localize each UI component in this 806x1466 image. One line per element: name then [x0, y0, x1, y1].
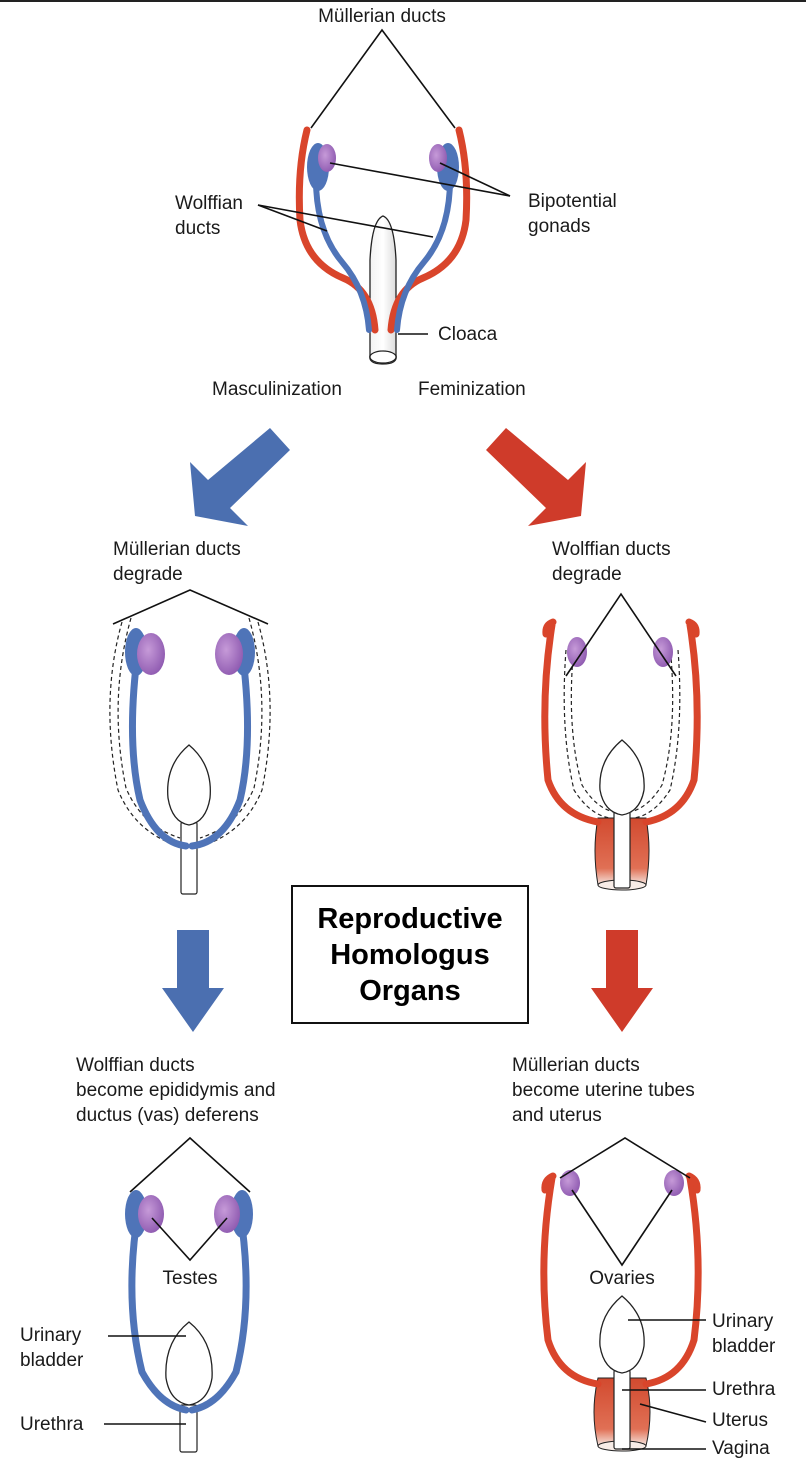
arrow-male-down — [162, 930, 224, 1032]
label-urethra-female: Urethra — [712, 1379, 776, 1400]
label-wolffian-degrade: Wolffian ducts degrade — [552, 539, 671, 585]
cloaca-opening — [369, 350, 397, 364]
testis-right — [214, 1195, 240, 1233]
female-intermediate — [541, 592, 701, 891]
gonad-female-intermediate-left — [567, 637, 587, 667]
bladder-intermediate-male — [167, 744, 211, 826]
label-masculinization: Masculinization — [212, 379, 342, 400]
gonad-female-intermediate-right — [653, 637, 673, 667]
arrow-masculinization — [190, 428, 290, 526]
label-bipotential-gonads: Bipotential gonads — [528, 191, 617, 237]
wolffian-duct-left — [312, 172, 372, 333]
label-feminization: Feminization — [418, 379, 526, 400]
label-urinary-bladder-male: Urinary bladder — [20, 1325, 84, 1371]
urinary-bladder-male — [165, 1321, 213, 1406]
arrow-feminization — [486, 428, 586, 526]
indifferent-stage — [257, 28, 511, 365]
label-ovaries: Ovaries — [589, 1268, 655, 1289]
top-border — [0, 0, 806, 2]
cloaca-shape — [369, 215, 397, 365]
urinary-bladder-female — [599, 1295, 645, 1374]
female-final — [540, 1137, 707, 1452]
label-mullerian-become: Müllerian ducts become uterine tubes and… — [512, 1055, 695, 1126]
label-urethra-male: Urethra — [20, 1414, 84, 1435]
bladder-intermediate-female — [599, 739, 645, 816]
label-mullerian-degrade: Müllerian ducts degrade — [113, 539, 241, 585]
label-urinary-bladder-female: Urinary bladder — [712, 1311, 776, 1357]
title-box: Reproductive Homologus Organs — [291, 885, 529, 1024]
ovary-left — [560, 1170, 580, 1196]
label-uterus: Uterus — [712, 1410, 768, 1431]
male-intermediate — [109, 589, 271, 895]
male-final — [104, 1136, 253, 1453]
label-wolffian-become: Wolffian ducts become epididymis and duc… — [76, 1055, 276, 1126]
ovary-right — [664, 1170, 684, 1196]
label-vagina: Vagina — [712, 1438, 770, 1459]
diagram-title: Reproductive Homologus Organs — [317, 902, 503, 1007]
label-cloaca: Cloaca — [438, 324, 498, 345]
label-mullerian-ducts: Müllerian ducts — [318, 6, 446, 27]
gonad-left — [318, 144, 336, 172]
label-testes: Testes — [162, 1268, 218, 1289]
gonad-right — [429, 144, 447, 172]
gonad-male-intermediate-left — [137, 633, 165, 675]
gonad-male-intermediate-right — [215, 633, 243, 675]
arrow-female-down — [591, 930, 653, 1032]
wolffian-duct-right — [394, 172, 454, 333]
label-wolffian-ducts: Wolffian ducts — [175, 193, 243, 239]
